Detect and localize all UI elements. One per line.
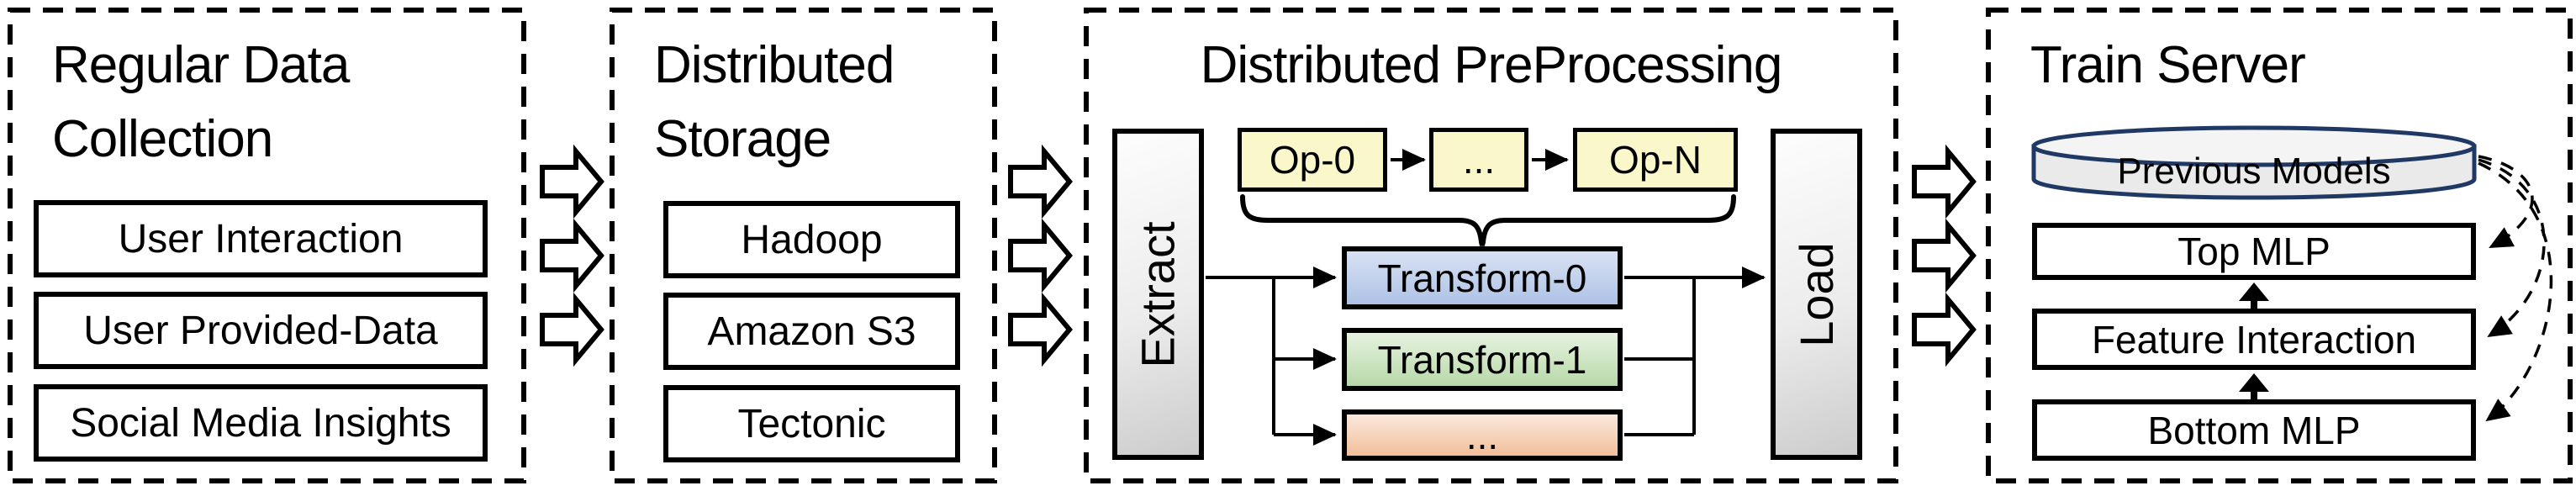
flow-arrow-icon — [1914, 151, 1973, 212]
section-border-train-server — [1986, 8, 2573, 483]
flow-arrow-icon — [542, 151, 601, 212]
section-title: Train Server — [2030, 36, 2306, 94]
op-box: ... — [1429, 128, 1528, 192]
storage-box: Amazon S3 — [663, 293, 960, 370]
transform-box: Transform-0 — [1342, 246, 1623, 309]
section-border-distributed-preprocessing — [1084, 8, 1898, 483]
transform-box: ... — [1342, 409, 1623, 461]
data-source-box: User Provided-Data — [34, 292, 488, 369]
up-arrow-icon — [2239, 373, 2269, 401]
flow-arrow-icon — [1011, 225, 1069, 286]
transform-box: Transform-1 — [1342, 328, 1623, 391]
model-layer-box: Feature Interaction — [2032, 309, 2476, 370]
flow-arrow-icon — [1914, 225, 1973, 286]
brace — [1240, 194, 1736, 246]
data-source-box: User Interaction — [34, 200, 488, 277]
op-box: Op-N — [1573, 128, 1738, 192]
section-distributed-storage: Distributed Storage Hadoop Amazon S3 Tec… — [612, 10, 995, 481]
flow-arrow-icon — [1914, 299, 1973, 360]
flow-arrow-icon — [542, 225, 601, 286]
section-title: Regular Data Collection — [52, 36, 363, 168]
extract-label: Extract — [1132, 220, 1185, 368]
model-layer-box: Bottom MLP — [2032, 399, 2476, 461]
section-train-server: Train Server Previous Models Top MLP Fea… — [1988, 10, 2570, 481]
load-label: Load — [1790, 241, 1844, 347]
flow-arrow-icon — [1011, 299, 1069, 360]
transforms-merge-line — [1624, 277, 1696, 436]
feedback-arrow-bottom-mlp — [2478, 161, 2553, 422]
flow-arrow-icon — [542, 299, 601, 360]
storage-box: Tectonic — [663, 385, 960, 462]
data-source-box: Social Media Insights — [34, 384, 488, 462]
section-distributed-preprocessing: Distributed PreProcessing Extract Op-0 .… — [1086, 10, 1896, 481]
load-stage: Load — [1771, 129, 1862, 460]
section-title: Distributed PreProcessing — [1200, 36, 1783, 94]
feedback-arrow-feature-interaction — [2478, 158, 2546, 338]
up-arrow-icon — [2239, 282, 2269, 310]
previous-models-datastore: Previous Models — [2117, 150, 2391, 192]
extract-stage: Extract — [1112, 129, 1204, 460]
model-layer-box: Top MLP — [2032, 223, 2476, 280]
flow-arrow-icon — [1011, 151, 1069, 212]
cylinder-top — [2031, 125, 2477, 167]
storage-box: Hadoop — [663, 201, 960, 278]
section-title: Distributed Storage — [654, 36, 908, 168]
op-box: Op-0 — [1238, 128, 1387, 192]
section-regular-data-collection: Regular Data Collection User Interaction… — [10, 10, 524, 481]
